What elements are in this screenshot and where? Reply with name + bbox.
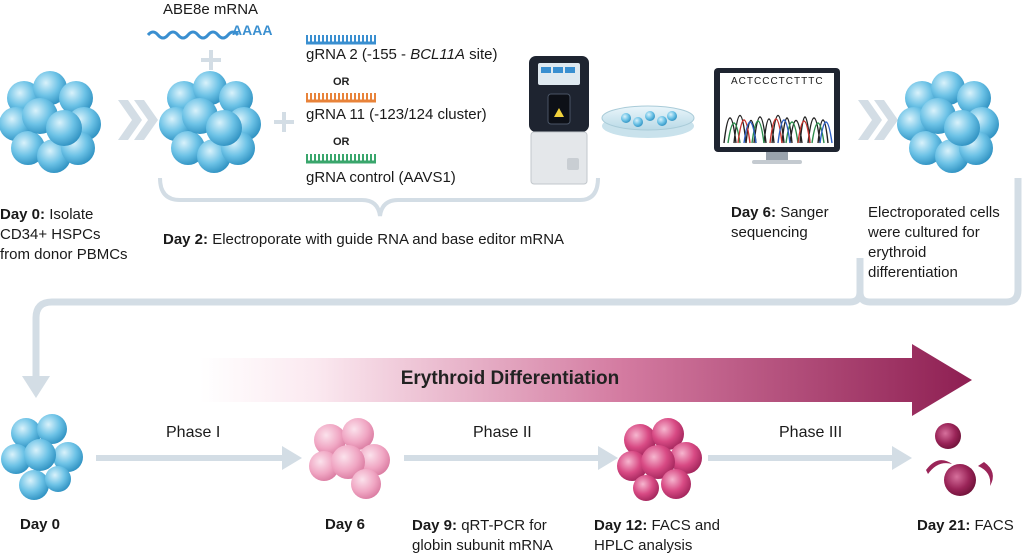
erythroid-differentiation-title: Erythroid Differentiation	[400, 368, 620, 389]
grna2-label: gRNA 2 (-155 - BCL11A site)	[306, 46, 498, 63]
or-label-2: OR	[333, 136, 350, 148]
day0-label: Day 0: Isolate CD34+ HSPCs from donor PB…	[0, 206, 128, 263]
hspc-cluster-day0	[0, 71, 101, 173]
polya-tail-label: AAAA	[232, 22, 273, 38]
mrna-strand-icon	[146, 30, 240, 40]
early-erythroid-cluster-day6	[309, 418, 390, 499]
phase3-label: Phase III	[779, 424, 843, 441]
hspc-cluster-day6	[897, 71, 999, 173]
day2-label: Day 2: Electroporate with guide RNA and …	[163, 231, 565, 248]
day2-brace	[158, 177, 600, 217]
phase2-label: Phase II	[473, 424, 532, 441]
enucleated-cells-day21	[926, 423, 993, 496]
grna11-label: gRNA 11 (-123/124 cluster)	[306, 106, 487, 123]
day6-label: Day 6: Sanger sequencing	[731, 204, 829, 241]
cultured-label: Electroporated cells were cultured for e…	[868, 204, 1000, 281]
phase1-label: Phase I	[166, 424, 221, 441]
mrna-label: ABE8e mRNA	[163, 1, 259, 18]
sequence-readout: ACTCCCTCTTTC	[731, 76, 824, 87]
bottom-day0-label: Day 0	[20, 516, 61, 533]
sequencing-monitor-icon	[714, 68, 840, 164]
connector-arrowhead	[22, 376, 50, 398]
chevrons-2	[858, 100, 898, 140]
plus-icon	[201, 50, 294, 132]
bottom-day6-label: Day 6	[325, 516, 366, 533]
day21-label: Day 21: FACS	[917, 517, 1014, 534]
phase-arrows	[96, 446, 912, 470]
hspc-cluster-electroporation	[159, 71, 261, 173]
petri-dish-icon	[601, 105, 695, 138]
electroporator-device-icon	[529, 56, 589, 185]
or-label-1: OR	[333, 76, 350, 88]
day12-label: Day 12: FACS and HPLC analysis	[594, 517, 720, 554]
hspc-cluster-bottom-day0	[1, 414, 83, 500]
chevrons-1	[118, 100, 158, 140]
grna-control-label: gRNA control (AAVS1)	[306, 169, 456, 186]
erythroid-band-arrow	[200, 344, 972, 416]
process-connector	[32, 178, 1022, 380]
day9-label: Day 9: qRT-PCR for globin subunit mRNA	[412, 517, 553, 554]
erythroblast-cluster-day12	[617, 418, 702, 501]
